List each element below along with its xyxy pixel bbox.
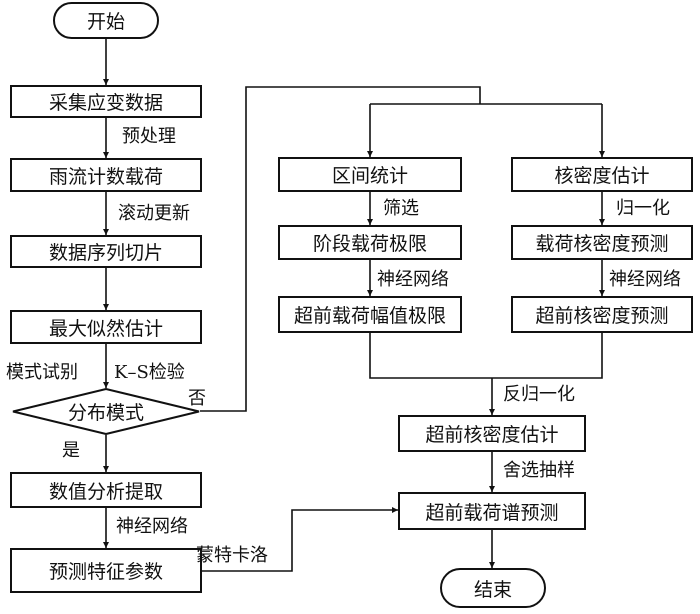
end-node: 结束 [440, 568, 546, 608]
start-node: 开始 [53, 2, 159, 39]
label-yes: 是 [62, 440, 80, 461]
arrow-dist-no [200, 86, 481, 412]
merge-bar-bottom [369, 333, 603, 379]
interval-stats-box: 区间统计 [278, 157, 462, 192]
label-rolling-update: 滚动更新 [118, 203, 190, 224]
label-ks-test: K–S检验 [114, 362, 185, 383]
label-filter: 筛选 [383, 198, 419, 219]
label-normalize: 归一化 [616, 198, 670, 219]
arrow-predict-spectrum [202, 507, 398, 572]
label-denormalize: 反归一化 [503, 384, 575, 405]
advance-kde-estimate-box: 超前核密度估计 [398, 415, 586, 452]
load-kde-predict-box: 载荷核密度预测 [511, 225, 693, 260]
predict-features-box: 预测特征参数 [10, 548, 202, 593]
mle-box: 最大似然估计 [10, 310, 202, 344]
label-rejection-sampling: 舍选抽样 [503, 460, 575, 481]
numeric-extract-box: 数值分析提取 [10, 472, 202, 508]
label-no: 否 [188, 388, 206, 409]
advance-amplitude-box: 超前载荷幅值极限 [278, 296, 462, 333]
collect-strain-box: 采集应变数据 [10, 85, 202, 118]
label-nn-left: 神经网络 [116, 516, 188, 537]
distribution-decision: 分布模式 [12, 388, 200, 435]
advance-kde-predict-box: 超前核密度预测 [511, 296, 693, 333]
slice-box: 数据序列切片 [10, 235, 202, 268]
label-pattern: 模式试别 [6, 362, 78, 383]
diamond-shape [12, 388, 200, 435]
label-preprocess: 预处理 [122, 126, 176, 147]
kde-box: 核密度估计 [511, 157, 693, 192]
advance-spectrum-box: 超前载荷谱预测 [398, 492, 586, 530]
rainflow-box: 雨流计数载荷 [10, 158, 202, 192]
label-nn-middle: 神经网络 [377, 269, 449, 290]
stage-limit-box: 阶段载荷极限 [278, 225, 462, 260]
label-nn-right: 神经网络 [609, 269, 681, 290]
label-monte-carlo: 蒙特卡洛 [196, 545, 268, 566]
